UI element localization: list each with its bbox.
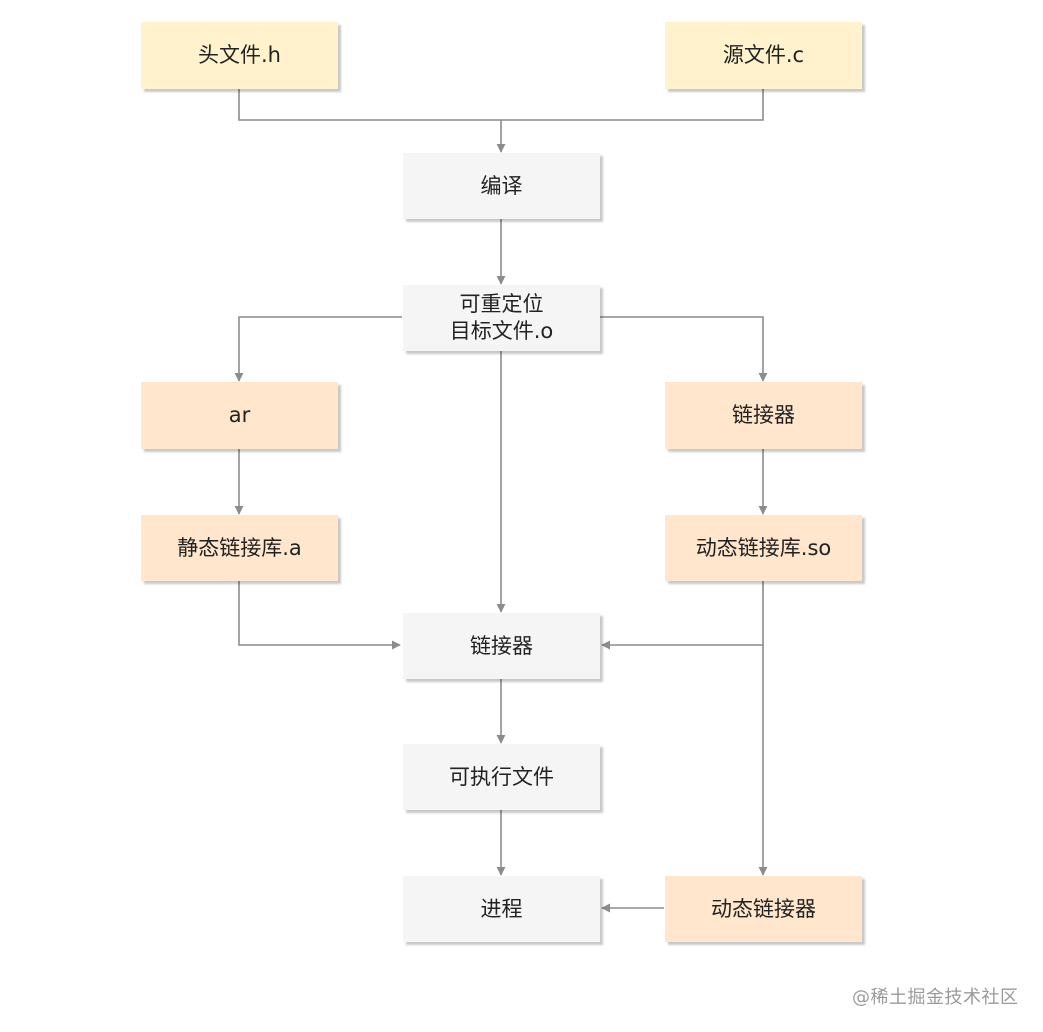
executable-node: 可执行文件 [403, 744, 600, 810]
compile-node: 编译 [403, 153, 600, 219]
edge-static-library-to-linker-main [238, 581, 401, 650]
relocatable-object-node: 可重定位 目标文件.o [403, 285, 600, 351]
source-file-node: 源文件.c [665, 22, 862, 89]
edge-object-to-ar [234, 316, 402, 382]
static-library-node: 静态链接库.a [141, 515, 338, 581]
edge-header-file-merge [238, 89, 764, 121]
ar-node: ar [141, 382, 338, 449]
edge-dynamic-library-to-linker-main [601, 581, 764, 650]
edge-object-to-linker-top [600, 316, 768, 382]
process-node: 进程 [403, 876, 600, 942]
header-file-node: 头文件.h [141, 22, 338, 89]
dynamic-linker-node: 动态链接器 [665, 876, 862, 942]
linker-top-node: 链接器 [665, 382, 862, 449]
linker-main-node: 链接器 [403, 613, 600, 679]
watermark: @稀土掘金技术社区 [852, 987, 1019, 1008]
dynamic-library-node: 动态链接库.so [665, 515, 862, 581]
